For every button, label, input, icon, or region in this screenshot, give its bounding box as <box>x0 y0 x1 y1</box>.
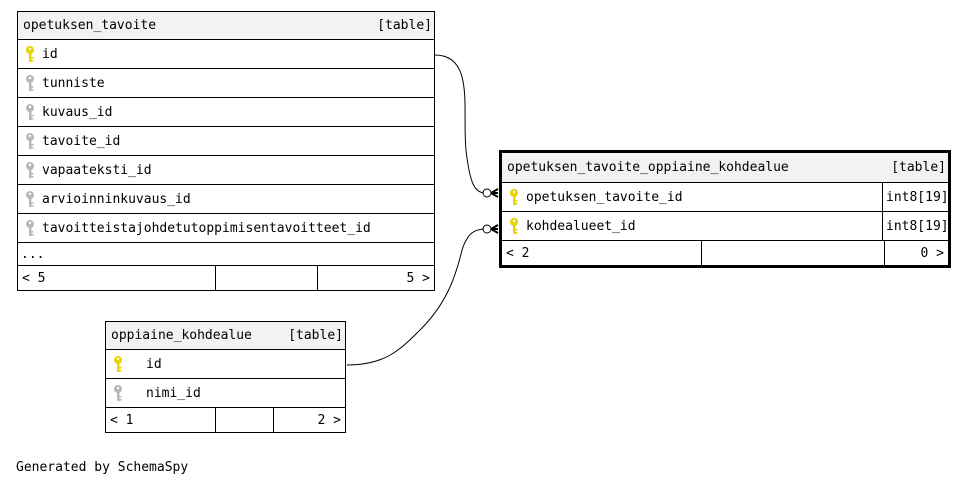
column-name: kohdealueet_id <box>526 218 636 234</box>
table-header: opetuksen_tavoite [table] <box>18 12 434 40</box>
column-name: kuvaus_id <box>42 104 113 120</box>
column-name: vapaateksti_id <box>42 162 152 178</box>
column-name: tunniste <box>42 75 105 91</box>
column-row[interactable]: nimi_id <box>106 379 345 408</box>
table-tag: [table] <box>377 18 432 33</box>
column-row[interactable]: tavoitteistajohdetutoppimisentavoitteet_… <box>18 214 434 243</box>
relation-opetuksen-tavoite <box>434 54 487 194</box>
key-icon <box>24 74 38 92</box>
column-row[interactable]: arvioinninkuvaus_id <box>18 185 434 214</box>
parents-count[interactable]: < 5 <box>18 266 216 290</box>
column-row[interactable]: kohdealueet_id int8[19] <box>502 212 949 241</box>
relation-end-circle <box>482 224 492 234</box>
column-name: id <box>146 356 162 372</box>
table-footer: < 5 5 > <box>18 266 434 290</box>
key-icon <box>24 161 38 179</box>
table-tag: [table] <box>891 160 946 175</box>
table-header: opetuksen_tavoite_oppiaine_kohdealue [ta… <box>502 153 948 183</box>
column-row[interactable]: opetuksen_tavoite_id int8[19] <box>502 183 949 212</box>
table-opetuksen-tavoite[interactable]: opetuksen_tavoite [table] id tunniste ku… <box>17 11 435 291</box>
table-header: oppiaine_kohdealue [table] <box>106 322 345 350</box>
primary-key-icon <box>112 355 126 373</box>
column-row[interactable]: id <box>106 350 345 379</box>
column-row[interactable]: tavoite_id <box>18 127 434 156</box>
column-name: opetuksen_tavoite_id <box>526 189 683 205</box>
relation-crowfoot <box>490 224 499 234</box>
children-count[interactable]: 0 > <box>920 245 944 261</box>
column-type: int8[19] <box>882 183 949 211</box>
table-opetuksen-tavoite-oppiaine-kohdealue[interactable]: opetuksen_tavoite_oppiaine_kohdealue [ta… <box>499 150 951 268</box>
table-footer: < 1 2 > <box>106 408 345 432</box>
table-name: opetuksen_tavoite_oppiaine_kohdealue <box>507 160 789 175</box>
footer-middle <box>702 241 885 265</box>
column-name: tavoite_id <box>42 133 121 149</box>
table-tag: [table] <box>288 328 343 343</box>
column-name: arvioinninkuvaus_id <box>42 191 191 207</box>
children-count[interactable]: 2 > <box>317 412 341 428</box>
generated-by-label: Generated by SchemaSpy <box>16 460 189 475</box>
parents-count[interactable]: < 2 <box>502 241 702 265</box>
more-columns: ... <box>18 243 434 266</box>
key-icon <box>24 190 38 208</box>
parents-count[interactable]: < 1 <box>106 408 216 432</box>
primary-key-icon <box>24 45 38 63</box>
column-row[interactable]: id <box>18 40 434 69</box>
relation-oppiaine-kohdealue <box>346 228 487 366</box>
column-row[interactable]: kuvaus_id <box>18 98 434 127</box>
column-name: id <box>42 46 58 62</box>
column-row[interactable]: vapaateksti_id <box>18 156 434 185</box>
table-oppiaine-kohdealue[interactable]: oppiaine_kohdealue [table] id nimi_id < … <box>105 321 346 433</box>
key-icon <box>112 384 126 402</box>
column-row[interactable]: tunniste <box>18 69 434 98</box>
key-icon <box>24 132 38 150</box>
column-name: nimi_id <box>146 385 201 401</box>
primary-key-icon <box>508 217 522 235</box>
table-name: opetuksen_tavoite <box>23 18 157 33</box>
table-name: oppiaine_kohdealue <box>111 328 252 343</box>
children-count[interactable]: 5 > <box>406 270 430 286</box>
column-type: int8[19] <box>882 212 949 240</box>
relation-end-circle <box>482 188 492 198</box>
relation-crowfoot <box>490 188 499 198</box>
key-icon <box>24 103 38 121</box>
column-name: tavoitteistajohdetutoppimisentavoitteet_… <box>42 220 371 236</box>
key-icon <box>24 219 38 237</box>
primary-key-icon <box>508 188 522 206</box>
table-footer: < 2 0 > <box>502 241 948 265</box>
footer-middle <box>216 266 318 290</box>
footer-middle <box>216 408 274 432</box>
